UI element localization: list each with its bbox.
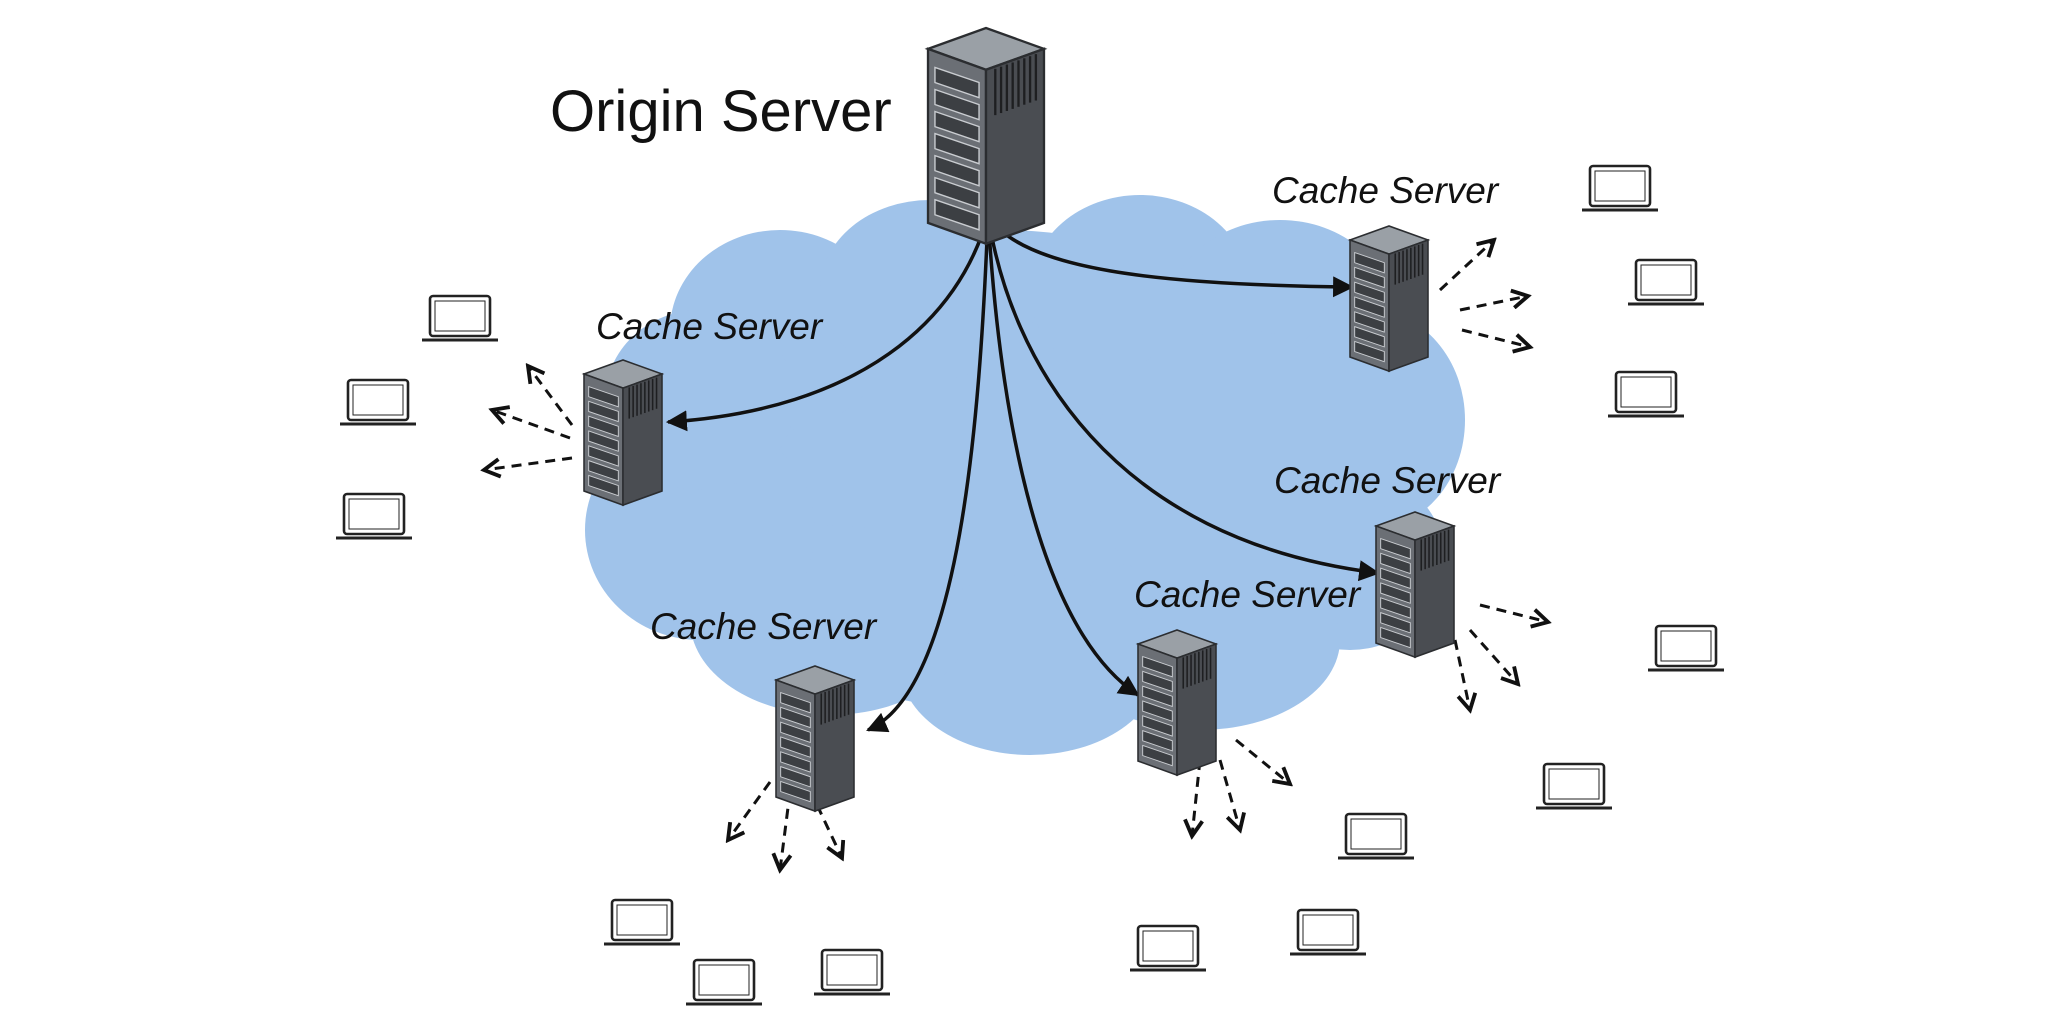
link-to-cache-left (665, 214, 990, 432)
dash-link (1479, 603, 1548, 622)
dash-link (1453, 639, 1470, 710)
laptop-icon (1130, 924, 1206, 972)
dash-link (1459, 296, 1528, 312)
laptop-icon (422, 294, 498, 342)
cache-server-label-bottom-left: Cache Server (650, 606, 877, 647)
laptop-icon (1536, 762, 1612, 810)
dash-link (1461, 328, 1530, 347)
origin-server-label: Origin Server (550, 79, 892, 144)
dash-link (808, 789, 842, 858)
laptop-icon (1608, 370, 1684, 418)
cache-server-icon-bottom-mid (1135, 629, 1219, 777)
cache-server-label-top-right: Cache Server (1272, 170, 1499, 211)
dash-link (484, 456, 573, 470)
laptop-icon (604, 898, 680, 946)
link-to-cache-bottom-mid (986, 214, 1140, 697)
laptop-icon (814, 948, 890, 996)
cloud-network (585, 195, 1465, 755)
dash-link (1468, 629, 1518, 684)
laptop-icon (1628, 258, 1704, 306)
cache-server-label-mid-right: Cache Server (1274, 460, 1501, 501)
dash-link (1235, 738, 1290, 784)
laptop-icon (1338, 812, 1414, 860)
link-to-cache-bottom-left (866, 214, 990, 733)
dash-link (1192, 759, 1200, 836)
dash-link (528, 366, 574, 426)
clients-layer (336, 164, 1724, 1006)
dash-link (1218, 759, 1240, 830)
laptop-icon (336, 492, 412, 540)
cache-server-label-bottom-mid: Cache Server (1134, 574, 1361, 615)
cache-server-icon-bottom-left (773, 665, 857, 813)
laptop-icon (1290, 908, 1366, 956)
dash-link (1438, 240, 1494, 292)
laptop-icon (686, 958, 762, 1006)
cache-server-icon-mid-right (1373, 511, 1457, 659)
cache-server-icon-top-right (1347, 225, 1431, 373)
cache-server-icon-left (581, 359, 665, 507)
cache-server-label-left: Cache Server (596, 306, 823, 347)
laptop-icon (1582, 164, 1658, 212)
dash-link (780, 791, 790, 870)
servers-layer (581, 26, 1457, 813)
laptop-icon (1648, 624, 1724, 672)
origin-server-icon (924, 26, 1048, 246)
link-to-cache-mid-right (986, 214, 1381, 582)
client-links (484, 240, 1548, 870)
dash-link (492, 410, 571, 440)
laptop-icon (340, 378, 416, 426)
dash-link (728, 781, 772, 840)
